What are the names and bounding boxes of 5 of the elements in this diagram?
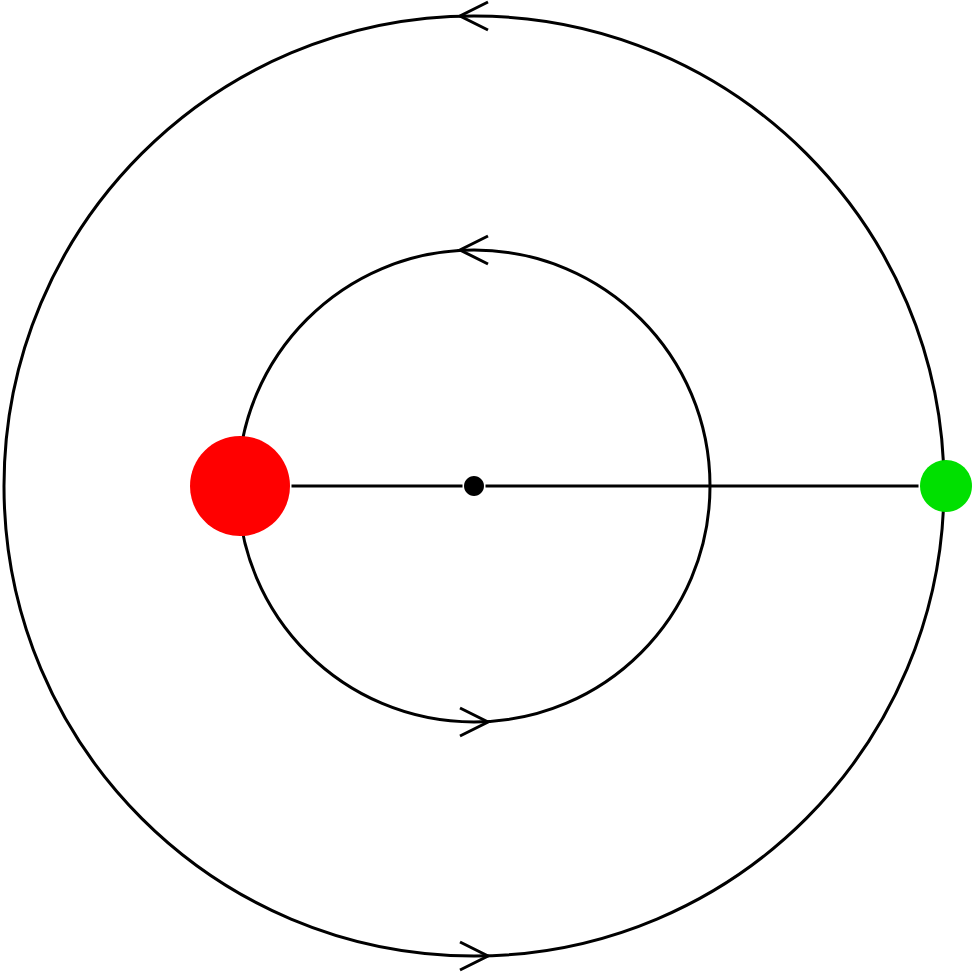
connecting-line xyxy=(485,484,919,488)
small-planet xyxy=(920,460,972,512)
central-point xyxy=(464,476,484,496)
connecting-line xyxy=(291,484,463,488)
large-planet xyxy=(190,436,290,536)
